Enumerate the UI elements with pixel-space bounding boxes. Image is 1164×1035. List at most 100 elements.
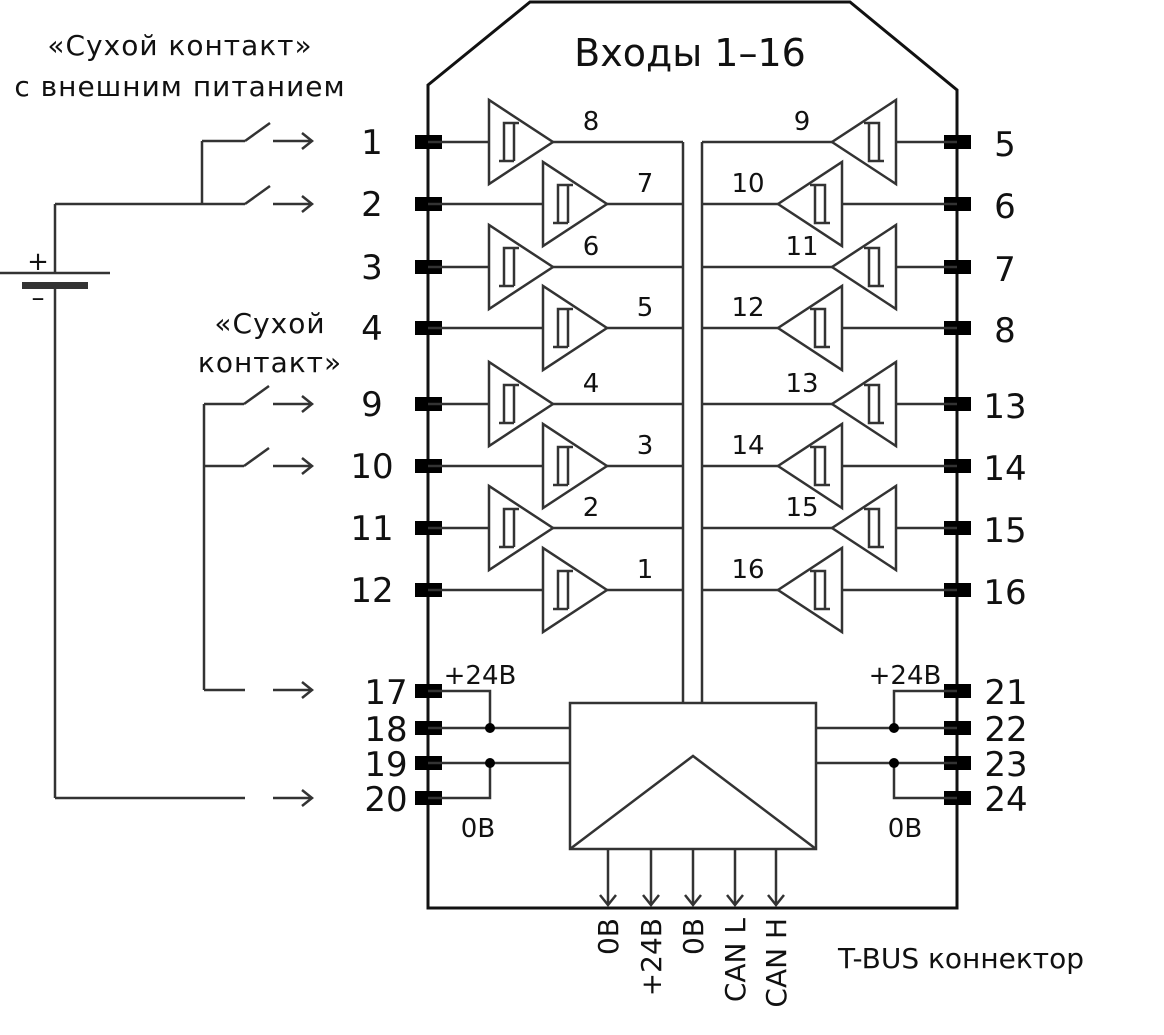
channel-number: 12 bbox=[731, 293, 764, 323]
pin-number: 5 bbox=[994, 125, 1016, 165]
arrow-icon bbox=[273, 395, 315, 413]
pin-number: 17 bbox=[364, 673, 407, 713]
buffer-triangle-icon bbox=[829, 359, 898, 449]
pin-number: 13 bbox=[983, 387, 1026, 427]
pin-number: 24 bbox=[984, 780, 1027, 820]
schmitt-trigger-icon bbox=[499, 383, 519, 425]
left-plus24-label: +24В bbox=[444, 661, 517, 691]
pin-number: 2 bbox=[361, 185, 383, 225]
channel-number: 5 bbox=[637, 293, 654, 323]
pin-number: 23 bbox=[984, 745, 1027, 785]
schmitt-trigger-icon bbox=[499, 121, 519, 163]
pin-number: 3 bbox=[361, 248, 383, 288]
arrow-icon bbox=[273, 681, 315, 699]
external-contacts-powered bbox=[55, 121, 271, 206]
bus-line: CAN L bbox=[719, 849, 752, 1002]
buffer-triangle-icon bbox=[775, 421, 844, 511]
pin-terminal bbox=[944, 397, 971, 411]
schmitt-trigger-icon bbox=[553, 445, 573, 487]
pin-number: 21 bbox=[984, 673, 1027, 713]
bus-line-label: CAN L bbox=[719, 918, 752, 1003]
pin-terminal bbox=[944, 721, 971, 735]
pin-number: 15 bbox=[983, 511, 1026, 551]
buffer-triangle-icon bbox=[541, 545, 610, 635]
external-power-note-line2: с внешним питанием bbox=[14, 70, 345, 103]
schmitt-trigger-icon bbox=[864, 507, 884, 549]
module-outline bbox=[426, 0, 959, 910]
channel-number: 16 bbox=[731, 555, 764, 585]
right-channel: 6 10 bbox=[702, 159, 1016, 249]
buffer-triangle-icon bbox=[829, 222, 898, 312]
schmitt-trigger-icon bbox=[864, 246, 884, 288]
arrow-down-icon bbox=[684, 894, 702, 908]
buffer-triangle-icon bbox=[541, 283, 610, 373]
schmitt-trigger-icon bbox=[553, 307, 573, 349]
left-channel: 121 bbox=[350, 545, 683, 635]
input-arrows bbox=[273, 132, 315, 807]
pin-terminal bbox=[944, 197, 971, 211]
arrow-icon bbox=[273, 457, 315, 475]
left-channel: 36 bbox=[361, 222, 683, 312]
buffer-triangle-icon bbox=[829, 483, 898, 573]
bus-line: +24В bbox=[635, 849, 668, 996]
buffer-triangle-icon bbox=[487, 222, 556, 312]
bus-line: 0В bbox=[677, 849, 710, 955]
pin-terminal bbox=[944, 521, 971, 535]
left-channel: 45 bbox=[361, 283, 683, 373]
schmitt-trigger-icon bbox=[864, 121, 884, 163]
junction-dot bbox=[889, 758, 899, 768]
channel-number: 6 bbox=[583, 232, 600, 262]
arrow-down-icon bbox=[726, 894, 744, 908]
junction-dot bbox=[485, 723, 495, 733]
bus-line-label: CAN H bbox=[760, 918, 793, 1008]
buffer-triangle-icon bbox=[775, 283, 844, 373]
pin-terminal bbox=[944, 135, 971, 149]
arrow-icon bbox=[273, 132, 315, 150]
channel-number: 11 bbox=[785, 232, 818, 262]
pin-number: 1 bbox=[361, 123, 383, 163]
pin-number: 9 bbox=[361, 385, 383, 425]
pin-number: 18 bbox=[364, 710, 407, 750]
bus-line-label: 0В bbox=[592, 918, 625, 955]
pin-terminal bbox=[944, 583, 971, 597]
dry-contact-note-line2: контакт» bbox=[198, 346, 342, 379]
bus-line-label: +24В bbox=[635, 918, 668, 996]
left-channel: 94 bbox=[361, 359, 683, 449]
channel-number: 3 bbox=[637, 431, 654, 461]
schmitt-trigger-icon bbox=[553, 569, 573, 611]
schmitt-trigger-icon bbox=[499, 507, 519, 549]
pin-number: 4 bbox=[361, 309, 383, 349]
left-channel: 27 bbox=[361, 159, 683, 249]
pin-number: 14 bbox=[983, 449, 1026, 489]
left-channel: 103 bbox=[350, 421, 683, 511]
pin-number: 19 bbox=[364, 745, 407, 785]
buffer-triangle-icon bbox=[487, 483, 556, 573]
pin-terminal bbox=[944, 321, 971, 335]
schmitt-trigger-icon bbox=[810, 569, 830, 611]
junction-dot bbox=[485, 758, 495, 768]
buffer-triangle-icon bbox=[487, 97, 556, 187]
channel-number: 10 bbox=[731, 169, 764, 199]
pin-number: 7 bbox=[994, 250, 1016, 290]
dry-contact-note-line1: «Сухой bbox=[214, 307, 325, 340]
channel-number: 8 bbox=[583, 107, 600, 137]
buffer-triangle-icon bbox=[775, 545, 844, 635]
external-power-note-line1: «Сухой контакт» bbox=[47, 29, 312, 62]
pin-terminal bbox=[944, 791, 971, 805]
external-contacts-dry bbox=[202, 384, 270, 692]
pin-number: 11 bbox=[350, 509, 393, 549]
bus-line-label: 0В bbox=[677, 918, 710, 955]
module-title: Входы 1–16 bbox=[574, 31, 806, 75]
pin-number: 6 bbox=[994, 187, 1016, 227]
battery-minus-label: – bbox=[32, 283, 45, 313]
left-channel: 18 bbox=[361, 97, 683, 187]
arrow-down-icon bbox=[642, 894, 660, 908]
channel-number: 2 bbox=[583, 493, 600, 523]
arrow-down-icon bbox=[599, 894, 617, 908]
